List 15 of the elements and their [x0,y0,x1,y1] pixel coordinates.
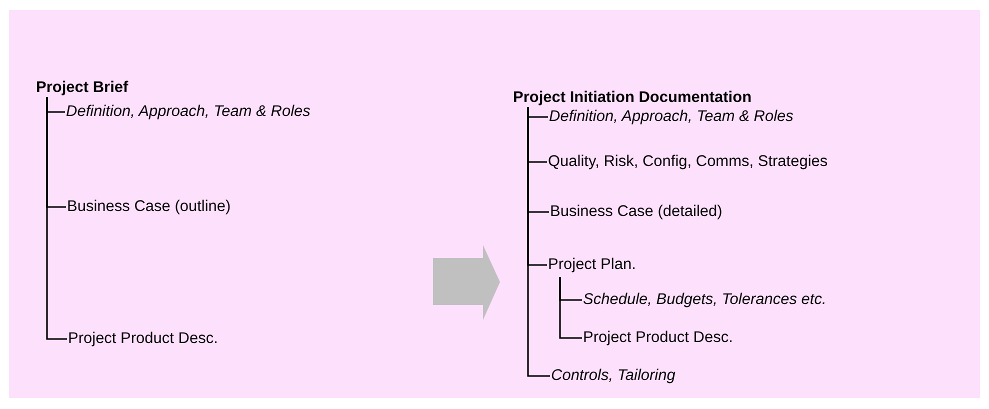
item-label: Definition, Approach, Team & Roles [549,108,794,126]
item-label: Project Plan. [548,256,636,274]
item-label: Definition, Approach, Team & Roles [66,103,310,121]
item-label: Controls, Tailoring [551,367,676,385]
tree-connector [527,107,550,377]
item-label: Schedule, Budgets, Tolerances etc. [583,291,826,309]
item-label: Business Case (detailed) [550,203,722,221]
item-label: Quality, Risk, Config, Comms, Strategies [548,153,828,171]
heading: Project Initiation Documentation [513,89,752,107]
item-label: Project Product Desc. [68,330,218,348]
item-label: Project Product Desc. [583,329,733,347]
tree-connector [46,97,67,340]
heading: Project Brief [36,79,128,97]
tree-connector [559,277,582,339]
item-label: Business Case (outline) [67,198,231,216]
